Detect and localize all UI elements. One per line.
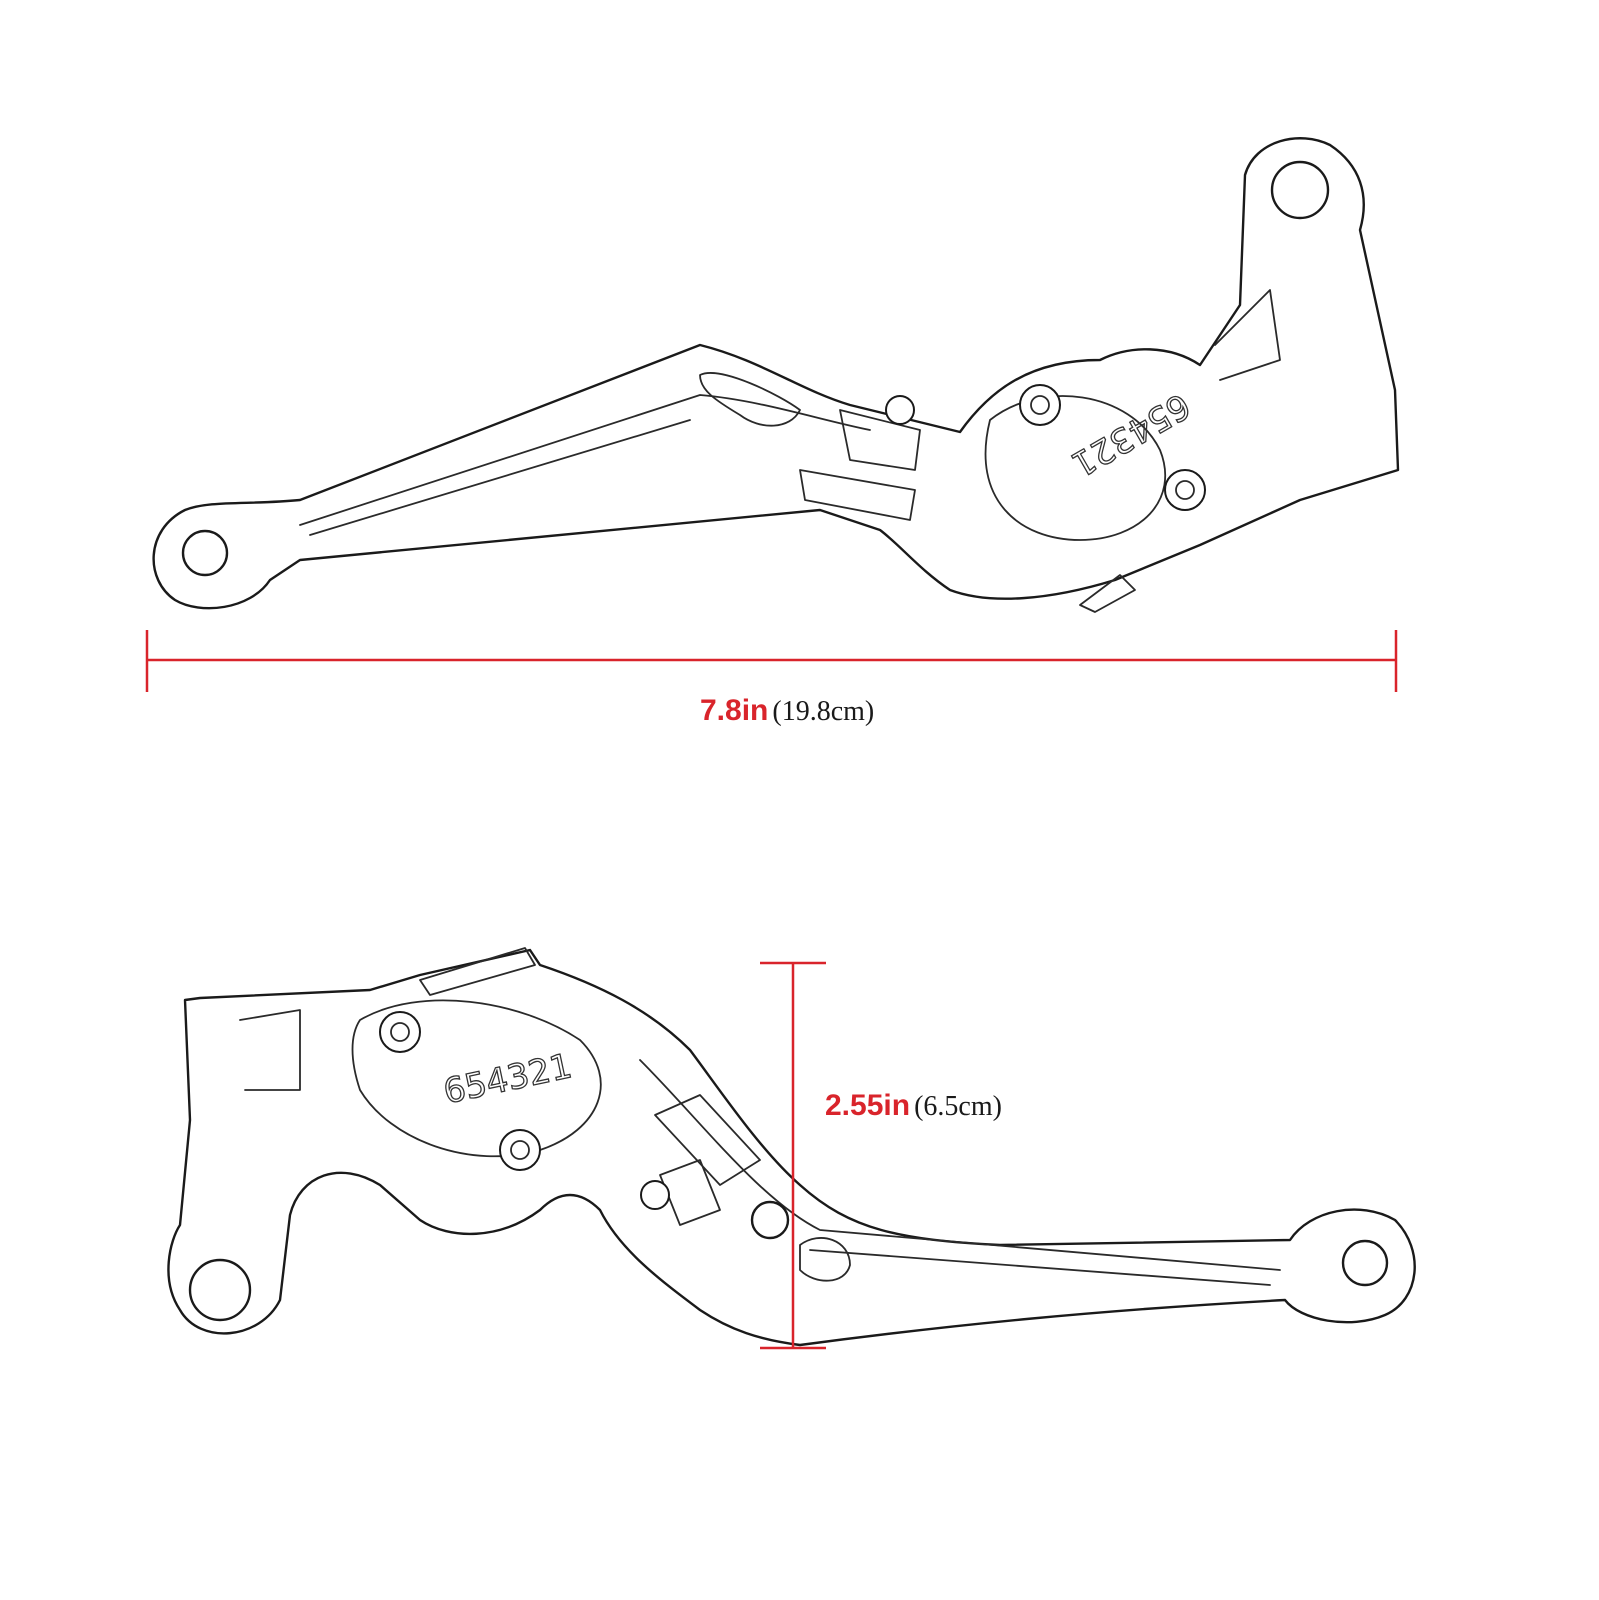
height-dimension-secondary: (6.5cm)	[914, 1091, 1002, 1122]
bottom-lever-slot	[799, 1237, 851, 1282]
top-clamp-lower	[799, 469, 916, 521]
top-pivot-bolt-1	[1019, 384, 1061, 426]
bottom-clamp-block	[654, 1094, 761, 1186]
top-tab	[1079, 574, 1136, 613]
bottom-pivot-bolt-2-inner	[510, 1140, 530, 1160]
top-lever-groove-lower	[309, 419, 691, 536]
top-adjuster-nut	[885, 395, 915, 425]
height-dimension-primary: 2.55in	[825, 1089, 910, 1122]
bottom-small-eye-hole	[1341, 1239, 1389, 1287]
top-pivot-bolt-2	[1164, 469, 1206, 511]
bottom-pivot-bolt-1-inner	[390, 1022, 410, 1042]
length-dimension: 7.8in (19.8cm)	[145, 630, 1398, 727]
height-dimension-label: 2.55in (6.5cm)	[825, 1089, 1002, 1122]
bottom-lever-drawing: 654321	[167, 947, 1416, 1347]
height-dimension: 2.55in (6.5cm)	[760, 961, 1002, 1350]
top-lever-slot	[699, 372, 801, 427]
top-pivot-bolt-2-inner	[1175, 480, 1195, 500]
bottom-upper-arm-groove	[239, 1009, 301, 1091]
bottom-adjuster-hole	[750, 1200, 790, 1240]
length-dimension-secondary: (19.8cm)	[772, 696, 874, 727]
bottom-pivot-bolt-2	[499, 1129, 541, 1171]
top-pivot-bolt-1-inner	[1030, 395, 1050, 415]
bottom-lever-groove-lower	[809, 1249, 1271, 1286]
bottom-lever-outline	[167, 948, 1416, 1347]
top-lever-drawing: 654321	[152, 137, 1400, 613]
top-upper-arm-groove	[1214, 289, 1281, 381]
bottom-adjuster-nut	[640, 1180, 670, 1210]
bottom-pivot-bolt-1	[379, 1011, 421, 1053]
top-large-eye-hole	[1270, 160, 1330, 220]
top-small-eye-hole	[181, 529, 229, 577]
bottom-tab	[419, 947, 536, 996]
bottom-pivot-plate	[351, 999, 602, 1158]
top-pivot-plate	[984, 395, 1166, 541]
length-dimension-primary: 7.8in	[700, 694, 768, 727]
top-lever-outline	[152, 137, 1400, 610]
bottom-lever-groove	[639, 1059, 1281, 1271]
bottom-large-eye-hole	[188, 1258, 252, 1322]
bottom-clamp-lower	[659, 1159, 721, 1226]
length-dimension-label: 7.8in (19.8cm)	[700, 694, 874, 727]
